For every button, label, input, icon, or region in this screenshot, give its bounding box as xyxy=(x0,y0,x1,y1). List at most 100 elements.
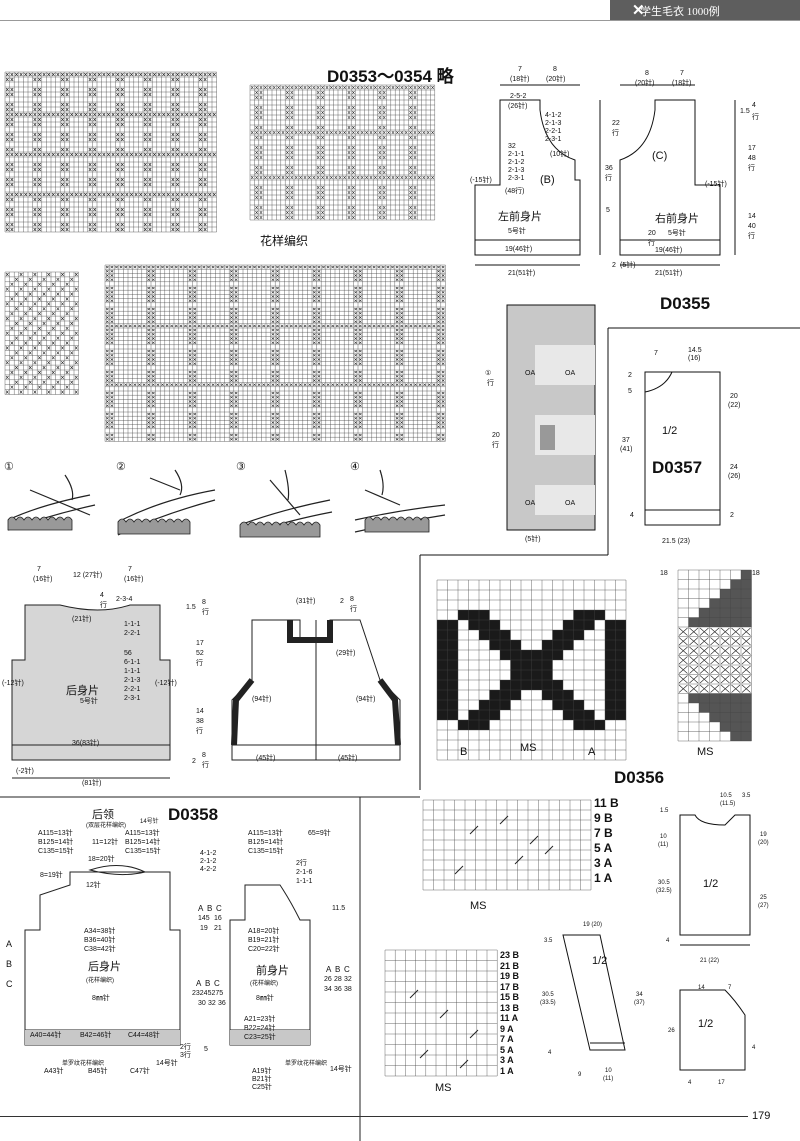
stitch-mark xyxy=(175,112,180,117)
stitch-mark xyxy=(97,192,101,197)
stitch-mark xyxy=(10,297,14,301)
stitch-mark xyxy=(14,351,19,355)
dim-text: 34 xyxy=(324,986,332,993)
stitch-mark xyxy=(143,177,147,182)
stitch-mark xyxy=(316,145,320,150)
stitch-mark xyxy=(303,85,307,90)
stitch-mark xyxy=(316,150,320,155)
stitch-mark xyxy=(143,107,147,112)
stitch-mark xyxy=(395,295,399,298)
stitch-mark xyxy=(188,295,192,298)
stitch-mark xyxy=(441,274,445,277)
stitch-mark xyxy=(10,107,14,112)
stitch-mark xyxy=(93,107,97,112)
stitch-mark xyxy=(116,197,120,202)
stitch-mark xyxy=(65,177,69,182)
stitch-mark xyxy=(312,265,316,269)
stitch-mark xyxy=(47,375,51,380)
stitch-mark xyxy=(290,90,294,95)
stitch-mark xyxy=(400,290,404,294)
stitch-mark xyxy=(162,112,166,117)
stitch-mark xyxy=(143,147,147,152)
stitch-mark xyxy=(378,105,382,110)
stitch-mark xyxy=(10,227,14,232)
stitch-mark xyxy=(5,207,9,212)
stitch-mark xyxy=(321,170,325,175)
stitch-mark xyxy=(60,390,65,394)
stitch-mark xyxy=(180,112,184,117)
stitch-mark xyxy=(382,205,386,210)
stitch-mark xyxy=(259,185,263,190)
dim-text: 16 xyxy=(214,915,222,922)
stitch-mark xyxy=(378,145,382,150)
stitch-mark xyxy=(5,117,9,122)
stitch-mark xyxy=(312,278,316,282)
dim-text: B125=14针 xyxy=(248,839,284,846)
stitch-mark xyxy=(148,152,152,157)
stitch-mark xyxy=(321,205,325,210)
stitch-mark xyxy=(351,85,355,90)
knit-grid xyxy=(4,271,79,395)
stitch-mark xyxy=(285,265,289,269)
stitch-mark xyxy=(33,227,37,232)
stitch-mark xyxy=(404,265,408,269)
stitch-mark xyxy=(175,137,180,142)
stitch-mark xyxy=(105,269,109,273)
stitch-mark xyxy=(37,137,42,142)
stitch-mark xyxy=(312,295,316,298)
stitch-mark xyxy=(10,92,14,97)
stitch-mark xyxy=(47,152,51,157)
stitch-mark xyxy=(65,162,69,167)
stitch-mark xyxy=(171,162,175,167)
stitch-mark xyxy=(255,130,259,135)
stitch-mark xyxy=(343,85,347,90)
stitch-mark xyxy=(116,117,120,122)
stitch-mark xyxy=(47,316,51,321)
stitch-mark xyxy=(299,175,303,180)
stitch-mark xyxy=(250,130,254,135)
stitch-mark xyxy=(88,177,92,182)
stitch-mark xyxy=(28,365,32,370)
dim-text: B125=14针 xyxy=(125,839,161,846)
header-bar xyxy=(610,0,800,20)
stitch-mark xyxy=(198,137,203,142)
stitch-mark xyxy=(316,85,320,90)
stitch-mark xyxy=(234,274,238,277)
stitch-mark xyxy=(203,77,207,82)
stitch-mark xyxy=(171,112,175,117)
stitch-mark xyxy=(321,145,325,150)
stitch-mark xyxy=(5,331,9,335)
stitch-mark xyxy=(174,265,178,269)
stitch-mark xyxy=(88,227,92,232)
back-piece-label: 后身片 xyxy=(88,961,121,973)
stitch-mark xyxy=(358,274,362,277)
stitch-mark xyxy=(110,265,114,269)
stitch-mark xyxy=(198,102,203,107)
stitch-mark xyxy=(60,331,65,335)
stitch-mark xyxy=(175,177,180,182)
stitch-mark xyxy=(303,175,307,180)
stitch-mark xyxy=(321,165,325,170)
stitch-mark xyxy=(120,122,124,127)
stitch-mark xyxy=(110,269,114,273)
stitch-mark xyxy=(116,137,120,142)
stitch-mark xyxy=(125,72,129,77)
stitch-mark xyxy=(382,115,386,120)
stitch-mark xyxy=(171,102,175,107)
stitch-mark xyxy=(285,165,289,170)
stitch-mark xyxy=(193,269,197,273)
dim-text: C20=22针 xyxy=(248,946,280,953)
stitch-mark xyxy=(400,175,404,180)
stitch-mark xyxy=(152,112,157,117)
stitch-mark xyxy=(422,85,426,90)
stitch-mark xyxy=(24,152,28,157)
stitch-mark xyxy=(10,326,14,331)
stitch-mark xyxy=(285,130,289,135)
stitch-mark xyxy=(33,222,37,227)
stitch-mark xyxy=(175,77,180,82)
stitch-mark xyxy=(74,302,78,306)
stitch-mark xyxy=(143,162,147,167)
stitch-mark xyxy=(124,265,128,269)
stitch-mark xyxy=(37,117,42,122)
stitch-mark xyxy=(102,192,106,197)
